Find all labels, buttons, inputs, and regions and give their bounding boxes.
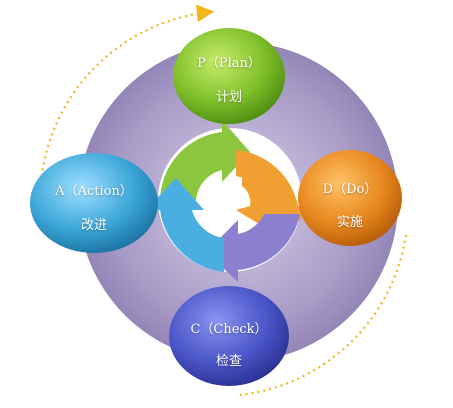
action-node	[30, 153, 158, 253]
do-letter-label: D（Do）	[322, 182, 378, 197]
plan-letter-label: P（Plan）	[197, 56, 261, 71]
arrow-blue	[146, 178, 224, 272]
do-node	[298, 150, 402, 246]
do-cn-label: 实施	[336, 215, 363, 230]
dotted-cycle-arrow-top	[38, 4, 215, 201]
cycle-arrows	[146, 120, 312, 282]
check-letter-label: C（Check）	[190, 322, 268, 337]
check-node	[169, 286, 289, 386]
action-letter-label: A（Action）	[55, 184, 133, 199]
action-cn-label: 改进	[80, 218, 107, 233]
plan-cn-label: 计划	[215, 90, 242, 105]
plan-node	[173, 28, 285, 124]
check-cn-label: 检查	[215, 354, 242, 369]
arrow-green	[160, 120, 250, 200]
arrow-purple	[206, 214, 300, 282]
